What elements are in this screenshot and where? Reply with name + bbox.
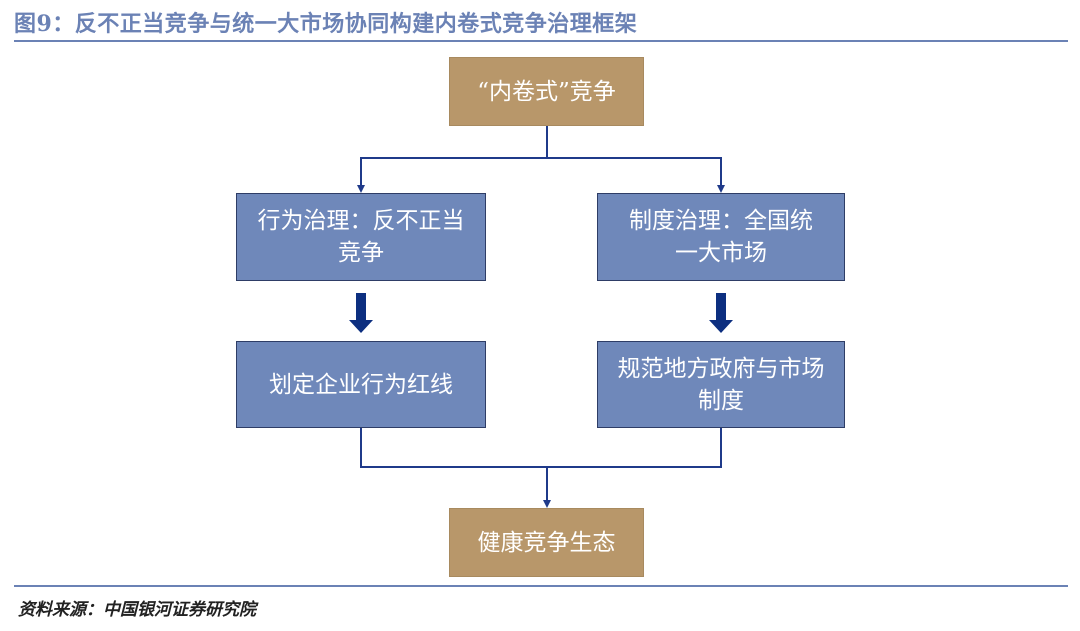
down-arrow-left [349, 293, 373, 333]
down-arrow-right [709, 293, 733, 333]
split-connector [357, 126, 548, 193]
node-involution-competition: “内卷式”竞争 [449, 57, 644, 126]
block-arrows [349, 293, 733, 333]
figure-title: 图9：反不正当竞争与统一大市场协同构建内卷式竞争治理框架 [14, 11, 638, 37]
node-regulate-local-government: 规范地方政府与市场制度 [597, 341, 845, 428]
node-corporate-red-line: 划定企业行为红线 [236, 341, 486, 428]
source-note: 资料来源：中国银河证券研究院 [18, 600, 256, 620]
merge-connector [360, 428, 722, 468]
split-connector-right [547, 157, 725, 193]
node-institutional-governance: 制度治理：全国统一大市场 [597, 193, 845, 281]
title-divider [14, 40, 1068, 42]
node-healthy-competition: 健康竞争生态 [449, 508, 644, 577]
footer-divider [14, 585, 1068, 587]
node-behavior-governance: 行为治理：反不正当竞争 [236, 193, 486, 281]
